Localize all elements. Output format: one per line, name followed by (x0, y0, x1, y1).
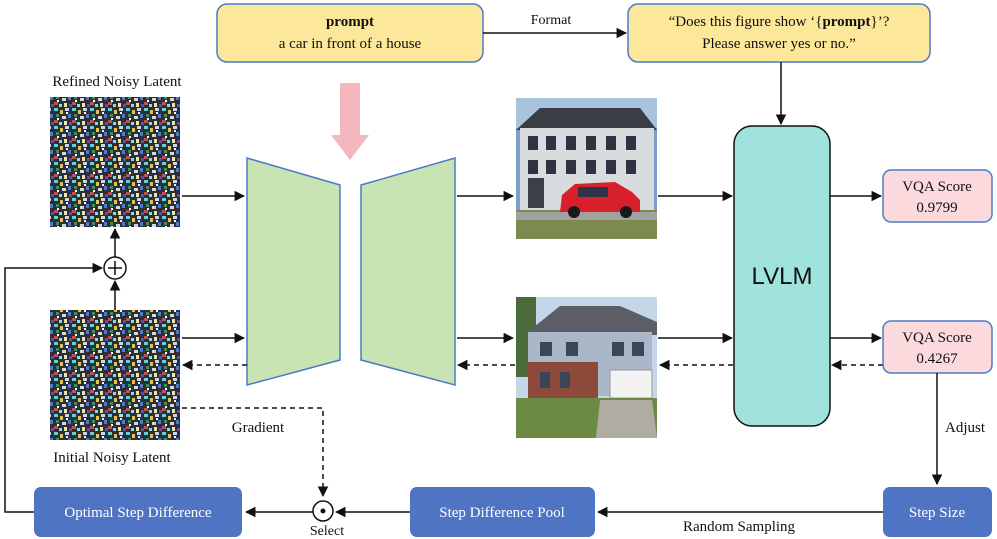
prompt-box: prompt a car in front of a house (216, 3, 484, 63)
vqa-score-bottom: VQA Score 0.4267 (882, 320, 993, 374)
unet-decoder (360, 157, 456, 386)
question-line2: Please answer yes or no.” (702, 36, 856, 52)
vqa-bottom-title: VQA Score (902, 330, 972, 346)
step-difference-pool-label: Step Difference Pool (439, 505, 565, 521)
generated-image-high-score (516, 98, 657, 239)
vqa-top-title: VQA Score (902, 179, 972, 195)
prompt-title: prompt (326, 14, 374, 30)
select-label: Select (310, 524, 344, 539)
adjust-label: Adjust (945, 420, 986, 436)
vqa-score-top: VQA Score 0.9799 (882, 169, 993, 223)
generated-image-low-score (516, 297, 657, 438)
step-difference-pool-box (410, 487, 595, 537)
vqa-bottom-value: 0.4267 (916, 351, 958, 367)
gradient-arrow (182, 407, 329, 498)
optimal-step-difference-label: Optimal Step Difference (64, 505, 212, 521)
format-label: Format (531, 13, 572, 28)
prompt-text: a car in front of a house (279, 36, 422, 52)
vqa-top-value: 0.9799 (916, 200, 957, 216)
step-size-label: Step Size (909, 505, 966, 521)
step-size-box (883, 487, 992, 537)
initial-latent-image (50, 310, 180, 440)
random-sampling-label: Random Sampling (683, 519, 796, 535)
refined-latent-label: Refined Noisy Latent (52, 74, 182, 90)
gradient-label: Gradient (232, 420, 285, 436)
lvlm-block (733, 125, 831, 427)
unet-encoder (246, 157, 341, 386)
refined-latent-image (50, 97, 180, 227)
optimal-step-feedback-arrow (4, 262, 104, 513)
lvlm-label: LVLM (752, 263, 813, 290)
prompt-condition-arrow (331, 83, 369, 160)
question-line1: “Does this figure show ‘{prompt}’? (669, 14, 890, 30)
optimal-step-difference-box (34, 487, 242, 537)
question-box: “Does this figure show ‘{prompt}’? Pleas… (627, 3, 931, 63)
initial-latent-label: Initial Noisy Latent (53, 450, 171, 466)
